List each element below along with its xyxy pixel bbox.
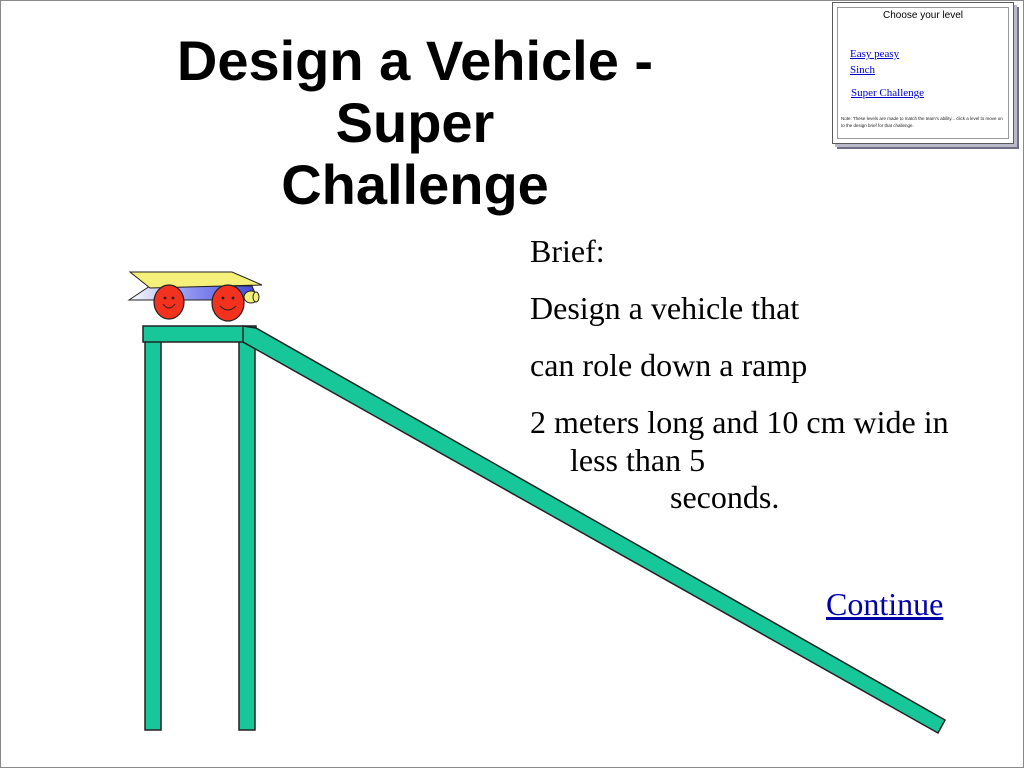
title-line-2: Challenge xyxy=(281,153,549,216)
level-option-super-challenge[interactable]: Super Challenge xyxy=(851,87,925,99)
ramp-support-left xyxy=(144,327,162,731)
level-menu-title: Choose your level xyxy=(882,10,964,21)
brief-text: Brief: Design a vehicle that can role do… xyxy=(530,232,970,535)
level-menu-note: Note: These levels are made to match the… xyxy=(841,116,1003,128)
brief-line-1: Design a vehicle that xyxy=(530,290,800,326)
toy-car-icon xyxy=(127,271,263,322)
brief-line-4: seconds. xyxy=(670,479,780,515)
brief-heading: Brief: xyxy=(530,233,605,269)
level-option-sinch[interactable]: Sinch xyxy=(850,64,876,76)
brief-line-3: 2 meters long and 10 cm wide in less tha… xyxy=(530,404,949,478)
ramp-platform xyxy=(142,325,257,343)
level-option-easy-peasy[interactable]: Easy peasy xyxy=(850,48,900,60)
ramp-support-right xyxy=(238,327,256,731)
title-line-1: Design a Vehicle - Super xyxy=(176,29,654,154)
continue-link[interactable]: Continue xyxy=(826,586,944,622)
brief-line-2: can role down a ramp xyxy=(530,347,808,383)
page-title: Design a Vehicle - Super Challenge xyxy=(115,30,715,216)
ramp-slope xyxy=(242,325,947,735)
level-menu-panel: Choose your level Easy peasy Sinch Super… xyxy=(832,2,1014,144)
level-menu-inner-border xyxy=(837,7,1009,139)
